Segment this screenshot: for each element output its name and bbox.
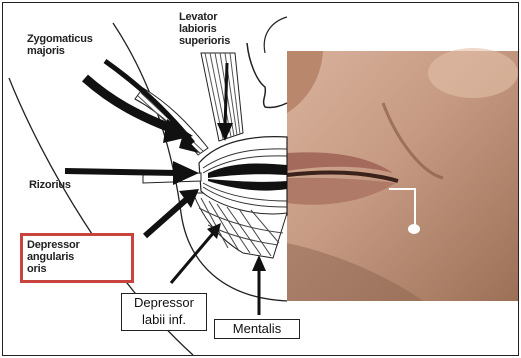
label-rizorius: Rizorius: [29, 179, 71, 191]
label-mentalis: Mentalis: [214, 319, 300, 339]
label-depressor-labii: Depressor labii inf.: [121, 293, 207, 331]
label-levator: Levator labioris superioris: [179, 11, 230, 47]
label-zygomaticus: Zygomaticus majoris: [27, 33, 93, 57]
face-photo: [287, 48, 518, 301]
nose-outline: [247, 43, 287, 108]
label-depressor-anguli: Depressor angularis oris: [27, 239, 80, 275]
depressor-anguli-highlight: Depressor angularis oris: [20, 233, 134, 283]
